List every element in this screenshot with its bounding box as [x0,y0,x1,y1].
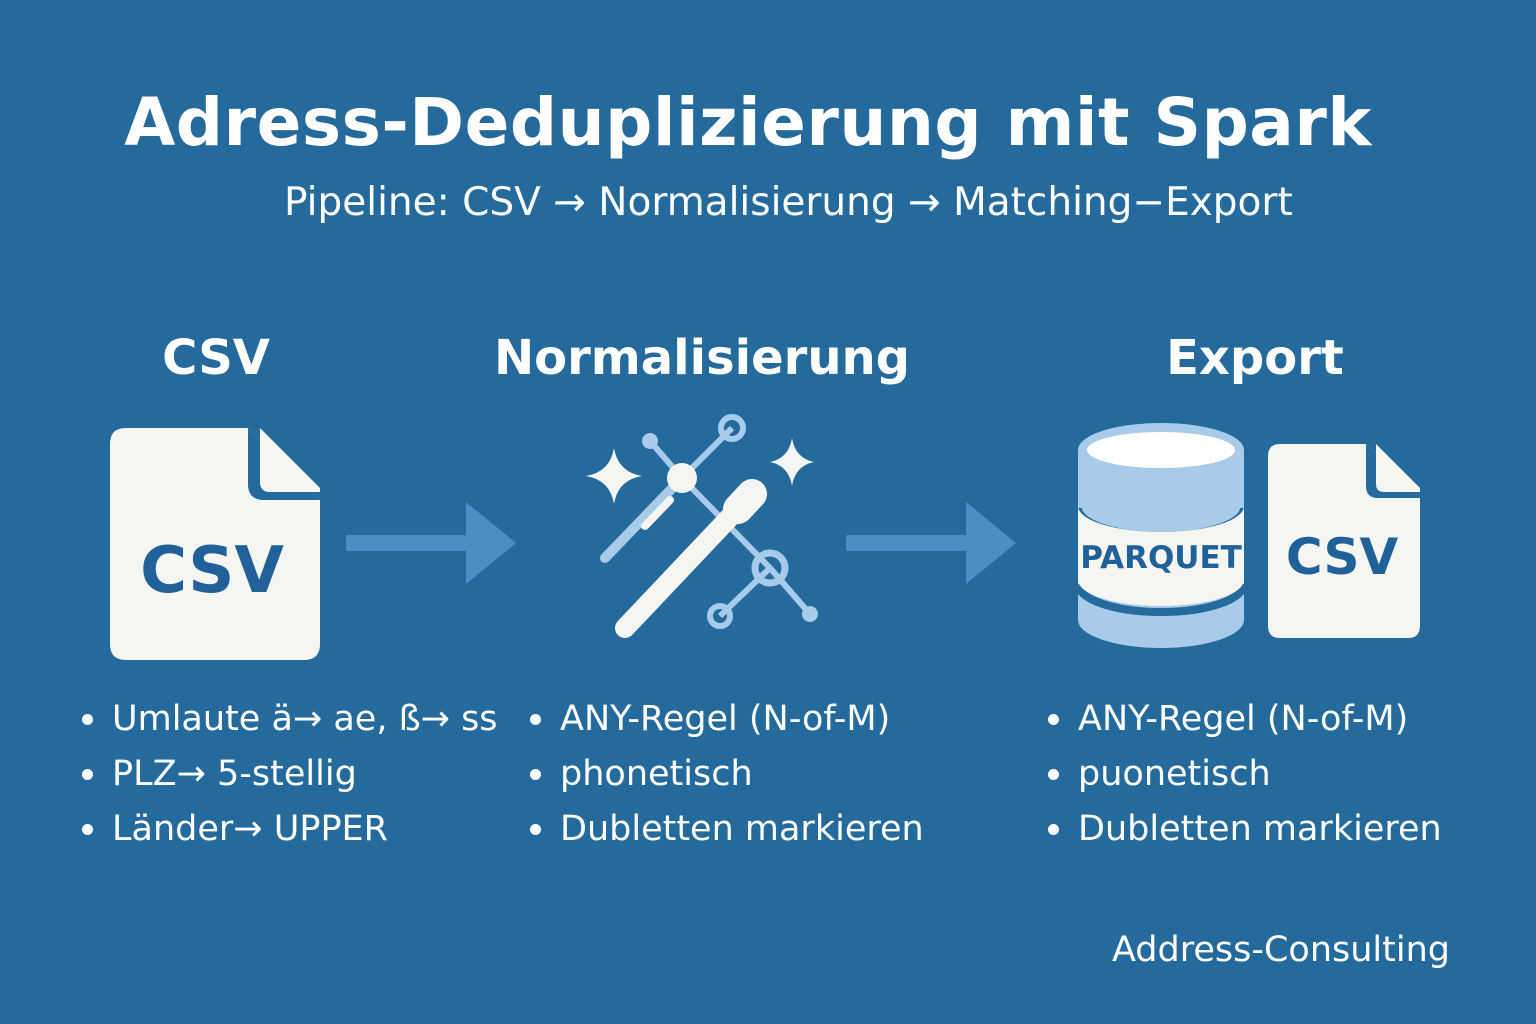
column-heading-csv: CSV [162,330,270,386]
arrow-right-icon [846,502,1016,584]
list-item: Umlaute ä→ ae, ß→ ss [82,692,498,747]
csv-file-icon: CSV [110,428,320,660]
footer-brand: Address-Consulting [1111,930,1450,970]
list-item: Länder→ UPPER [82,802,498,857]
parquet-label: PARQUET [1080,540,1242,576]
csv-file-icon: CSV [1268,444,1420,638]
database-icon: PARQUET [1074,423,1248,648]
pipeline-subtitle: Pipeline: CSV → Normalisierung → Matchin… [284,180,1293,225]
normalisierung-bullet-list: ANY-Regel (N-of-M) phonetisch Dubletten … [530,692,924,857]
list-item: Dubletten markieren [1048,802,1442,857]
list-item: Dubletten markieren [530,802,924,857]
arrow-right-icon [346,502,516,584]
export-bullet-list: ANY-Regel (N-of-M) puonetisch Dubletten … [1048,692,1442,857]
column-heading-export: Export [1166,330,1344,386]
csv-export-label: CSV [1286,528,1399,586]
csv-file-label: CSV [140,534,284,608]
list-item: PLZ→ 5-stellig [82,747,498,802]
magic-wand-icon [586,414,818,638]
list-item: ANY-Regel (N-of-M) [530,692,924,747]
column-heading-normalisierung: Normalisierung [493,330,911,386]
list-item: phonetisch [530,747,924,802]
list-item: puonetisch [1048,747,1442,802]
page-title: Adress-Deduplizierung mit Spark [124,84,1372,161]
list-item: ANY-Regel (N-of-M) [1048,692,1442,747]
csv-bullet-list: Umlaute ä→ ae, ß→ ss PLZ→ 5-stellig Länd… [82,692,498,857]
